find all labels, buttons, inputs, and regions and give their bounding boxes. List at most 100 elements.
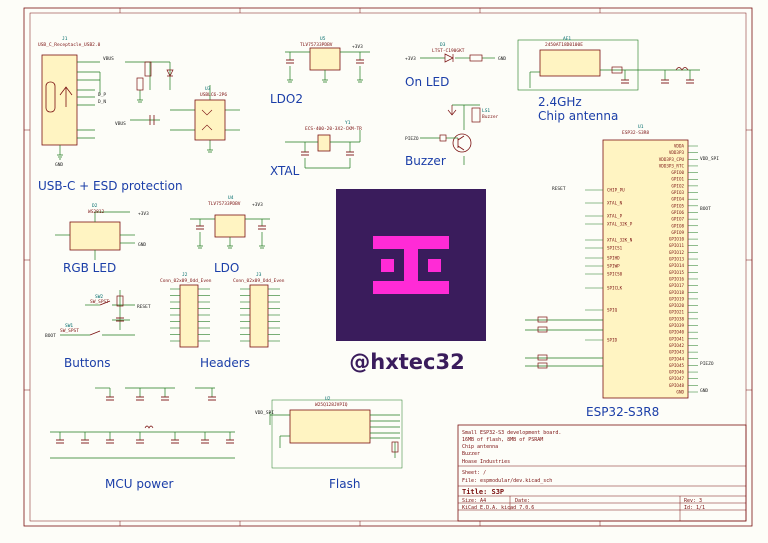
esp-right-pin-label: VDD3P3_RTC bbox=[659, 163, 685, 168]
section-title-esp: ESP32-S3R8 bbox=[586, 405, 659, 419]
esp-left-pin-label: XTAL_32K_P bbox=[607, 222, 633, 227]
j2-ref: J2 bbox=[182, 272, 188, 278]
esp-right-pin-label: GPIO41 bbox=[669, 336, 685, 341]
esd-part: USBLC6-2P6 bbox=[200, 92, 227, 98]
j3-part: Conn_02x09_Odd_Even bbox=[233, 278, 285, 284]
tb-desc2: 16MB of flash, 8MB of PSRAM bbox=[462, 437, 543, 443]
esp-right-pin-label: GPIO43 bbox=[669, 350, 685, 355]
net-piezo: PIEZO bbox=[405, 136, 419, 142]
sheet-frame bbox=[29, 12, 747, 522]
mcu-power-block bbox=[50, 387, 235, 459]
esp-right-pin-label: GPIO2 bbox=[671, 183, 684, 188]
ldo2-ref: U5 bbox=[320, 36, 326, 42]
hxtec-logo-mark-icon bbox=[373, 236, 449, 294]
ldo-ref: U4 bbox=[228, 195, 234, 201]
esp-right-pin-label: GPIO0 bbox=[671, 170, 684, 175]
ldo2-part: TLV75733PDBV bbox=[300, 42, 333, 48]
net-dn: D_N bbox=[98, 99, 106, 105]
section-title-rgb: RGB LED bbox=[63, 261, 116, 275]
esp-right-pin-label: GPIO8 bbox=[671, 223, 684, 228]
xtal-block bbox=[285, 130, 361, 169]
esp-ref: U1 bbox=[638, 124, 644, 130]
net-vdd-spi-flash: VDD_SPI bbox=[255, 410, 274, 416]
esp-right-pin-label: GPIO46 bbox=[669, 370, 685, 375]
section-title-ldo2: LDO2 bbox=[270, 92, 303, 106]
esp-right-pin-label: GPIO19 bbox=[669, 296, 685, 301]
tb-size: Size: A4 bbox=[462, 498, 486, 504]
tb-sheet: Sheet: / bbox=[462, 470, 486, 476]
ant-ref: AE1 bbox=[563, 36, 571, 42]
esp-right-pin-label: GPIO10 bbox=[669, 237, 685, 242]
j3-ref: J3 bbox=[256, 272, 262, 278]
flash-part: W25Q128JVPIQ bbox=[315, 402, 348, 408]
esp-right-pin-label: GPIO7 bbox=[671, 217, 684, 222]
net-gnd-usb: GND bbox=[55, 162, 63, 168]
usb-ref: J1 bbox=[62, 36, 68, 42]
esp-left-pin-label: SPICS1 bbox=[607, 246, 623, 251]
esp-part: ESP32-S3R8 bbox=[622, 130, 649, 136]
net-reset-esp: RESET bbox=[552, 186, 566, 192]
esp-right-pin-label: GPIO4 bbox=[671, 197, 684, 202]
esp-right-pin-label: GPIO40 bbox=[669, 330, 685, 335]
sw2-ref: SW2 bbox=[95, 294, 103, 300]
usb-part: USB_C_Receptacle_USB2.0 bbox=[38, 42, 101, 48]
esp-right-pin-label: GND bbox=[676, 390, 684, 395]
net-vdd-spi-esp: VDD_SPI bbox=[700, 156, 719, 162]
net-boot: BOOT bbox=[45, 333, 56, 339]
section-title-flash: Flash bbox=[329, 477, 360, 491]
esp32-block bbox=[525, 139, 698, 399]
esp32-body bbox=[602, 139, 689, 399]
esp-right-pin-label: GPIO16 bbox=[669, 276, 685, 281]
net-3v3-rgb: +3V3 bbox=[138, 211, 149, 217]
esp-right-pin-label: GPIO21 bbox=[669, 310, 685, 315]
tb-rev: Rev: 3 bbox=[684, 498, 702, 504]
esp-right-pin-label: VDD3P3_CPU bbox=[659, 157, 685, 162]
flash-block bbox=[269, 399, 403, 469]
esp-right-pin-label: VDDA bbox=[674, 144, 685, 149]
net-dp: D_P bbox=[98, 92, 106, 98]
esp-right-pin-label: GPIO5 bbox=[671, 203, 684, 208]
sheet-border bbox=[23, 7, 753, 527]
esp-right-pin-label: GPIO17 bbox=[669, 283, 685, 288]
esp-right-pin-label: GPIO6 bbox=[671, 210, 684, 215]
esp-left-pin-label: XTAL_P bbox=[607, 214, 623, 219]
tb-title: Title: S3P bbox=[462, 488, 504, 496]
tb-date: Date: bbox=[515, 498, 530, 504]
esp-right-pin-label: VDD3P3 bbox=[669, 150, 685, 155]
esp-left-pin-label: SPICLK bbox=[607, 286, 623, 291]
esp-right-pin-label: GPIO48 bbox=[669, 383, 685, 388]
esp-right-pin-label: GPIO11 bbox=[669, 243, 685, 248]
esp-right-pin-label: GPIO12 bbox=[669, 250, 685, 255]
esp-right-pin-label: GPIO1 bbox=[671, 177, 684, 182]
buzzer-block bbox=[420, 104, 481, 165]
sw2-part: SW_SPST bbox=[90, 299, 109, 305]
flash-ref: U2 bbox=[325, 396, 331, 402]
led-part: LTST-C190GKT bbox=[432, 48, 465, 54]
esp-left-pin-label: SPICS0 bbox=[607, 272, 623, 277]
tb-desc3: Chip antenna bbox=[462, 444, 498, 450]
esp-right-pin-label: GPIO18 bbox=[669, 290, 685, 295]
tb-desc1: Small ESP32-S3 development board. bbox=[462, 430, 561, 436]
tb-tool: KiCad E.D.A. kicad 7.0.6 bbox=[462, 505, 534, 511]
section-title-antenna-1: 2.4GHz bbox=[538, 95, 582, 109]
esp-right-pin-label: GPIO9 bbox=[671, 230, 684, 235]
esp-right-pin-label: GPIO20 bbox=[669, 303, 685, 308]
section-title-antenna-2: Chip antenna bbox=[538, 109, 618, 123]
net-vbus-esd: VBUS bbox=[115, 121, 126, 127]
esp-left-pin-label: SPID bbox=[607, 338, 618, 343]
tb-desc4: Buzzer bbox=[462, 451, 480, 457]
esp-right-pin-label: GPIO38 bbox=[669, 316, 685, 321]
esp-left-pin-label: SPIWP bbox=[607, 264, 620, 269]
rgb-led-block bbox=[55, 211, 135, 260]
rgb-part: WS2812 bbox=[88, 209, 105, 215]
section-title-usb: USB-C + ESD protection bbox=[38, 179, 183, 193]
esp-right-pin-label: GPIO45 bbox=[669, 363, 685, 368]
watermark-handle: @hxtec32 bbox=[349, 350, 465, 374]
headers-block bbox=[170, 284, 280, 348]
esp-right-pin-label: GPIO13 bbox=[669, 257, 685, 262]
esp-right-pin-label: GPIO39 bbox=[669, 323, 685, 328]
section-title-on-led: On LED bbox=[405, 75, 449, 89]
xtal-ref: Y1 bbox=[345, 120, 351, 126]
tb-id: Id: 1/1 bbox=[684, 505, 705, 511]
